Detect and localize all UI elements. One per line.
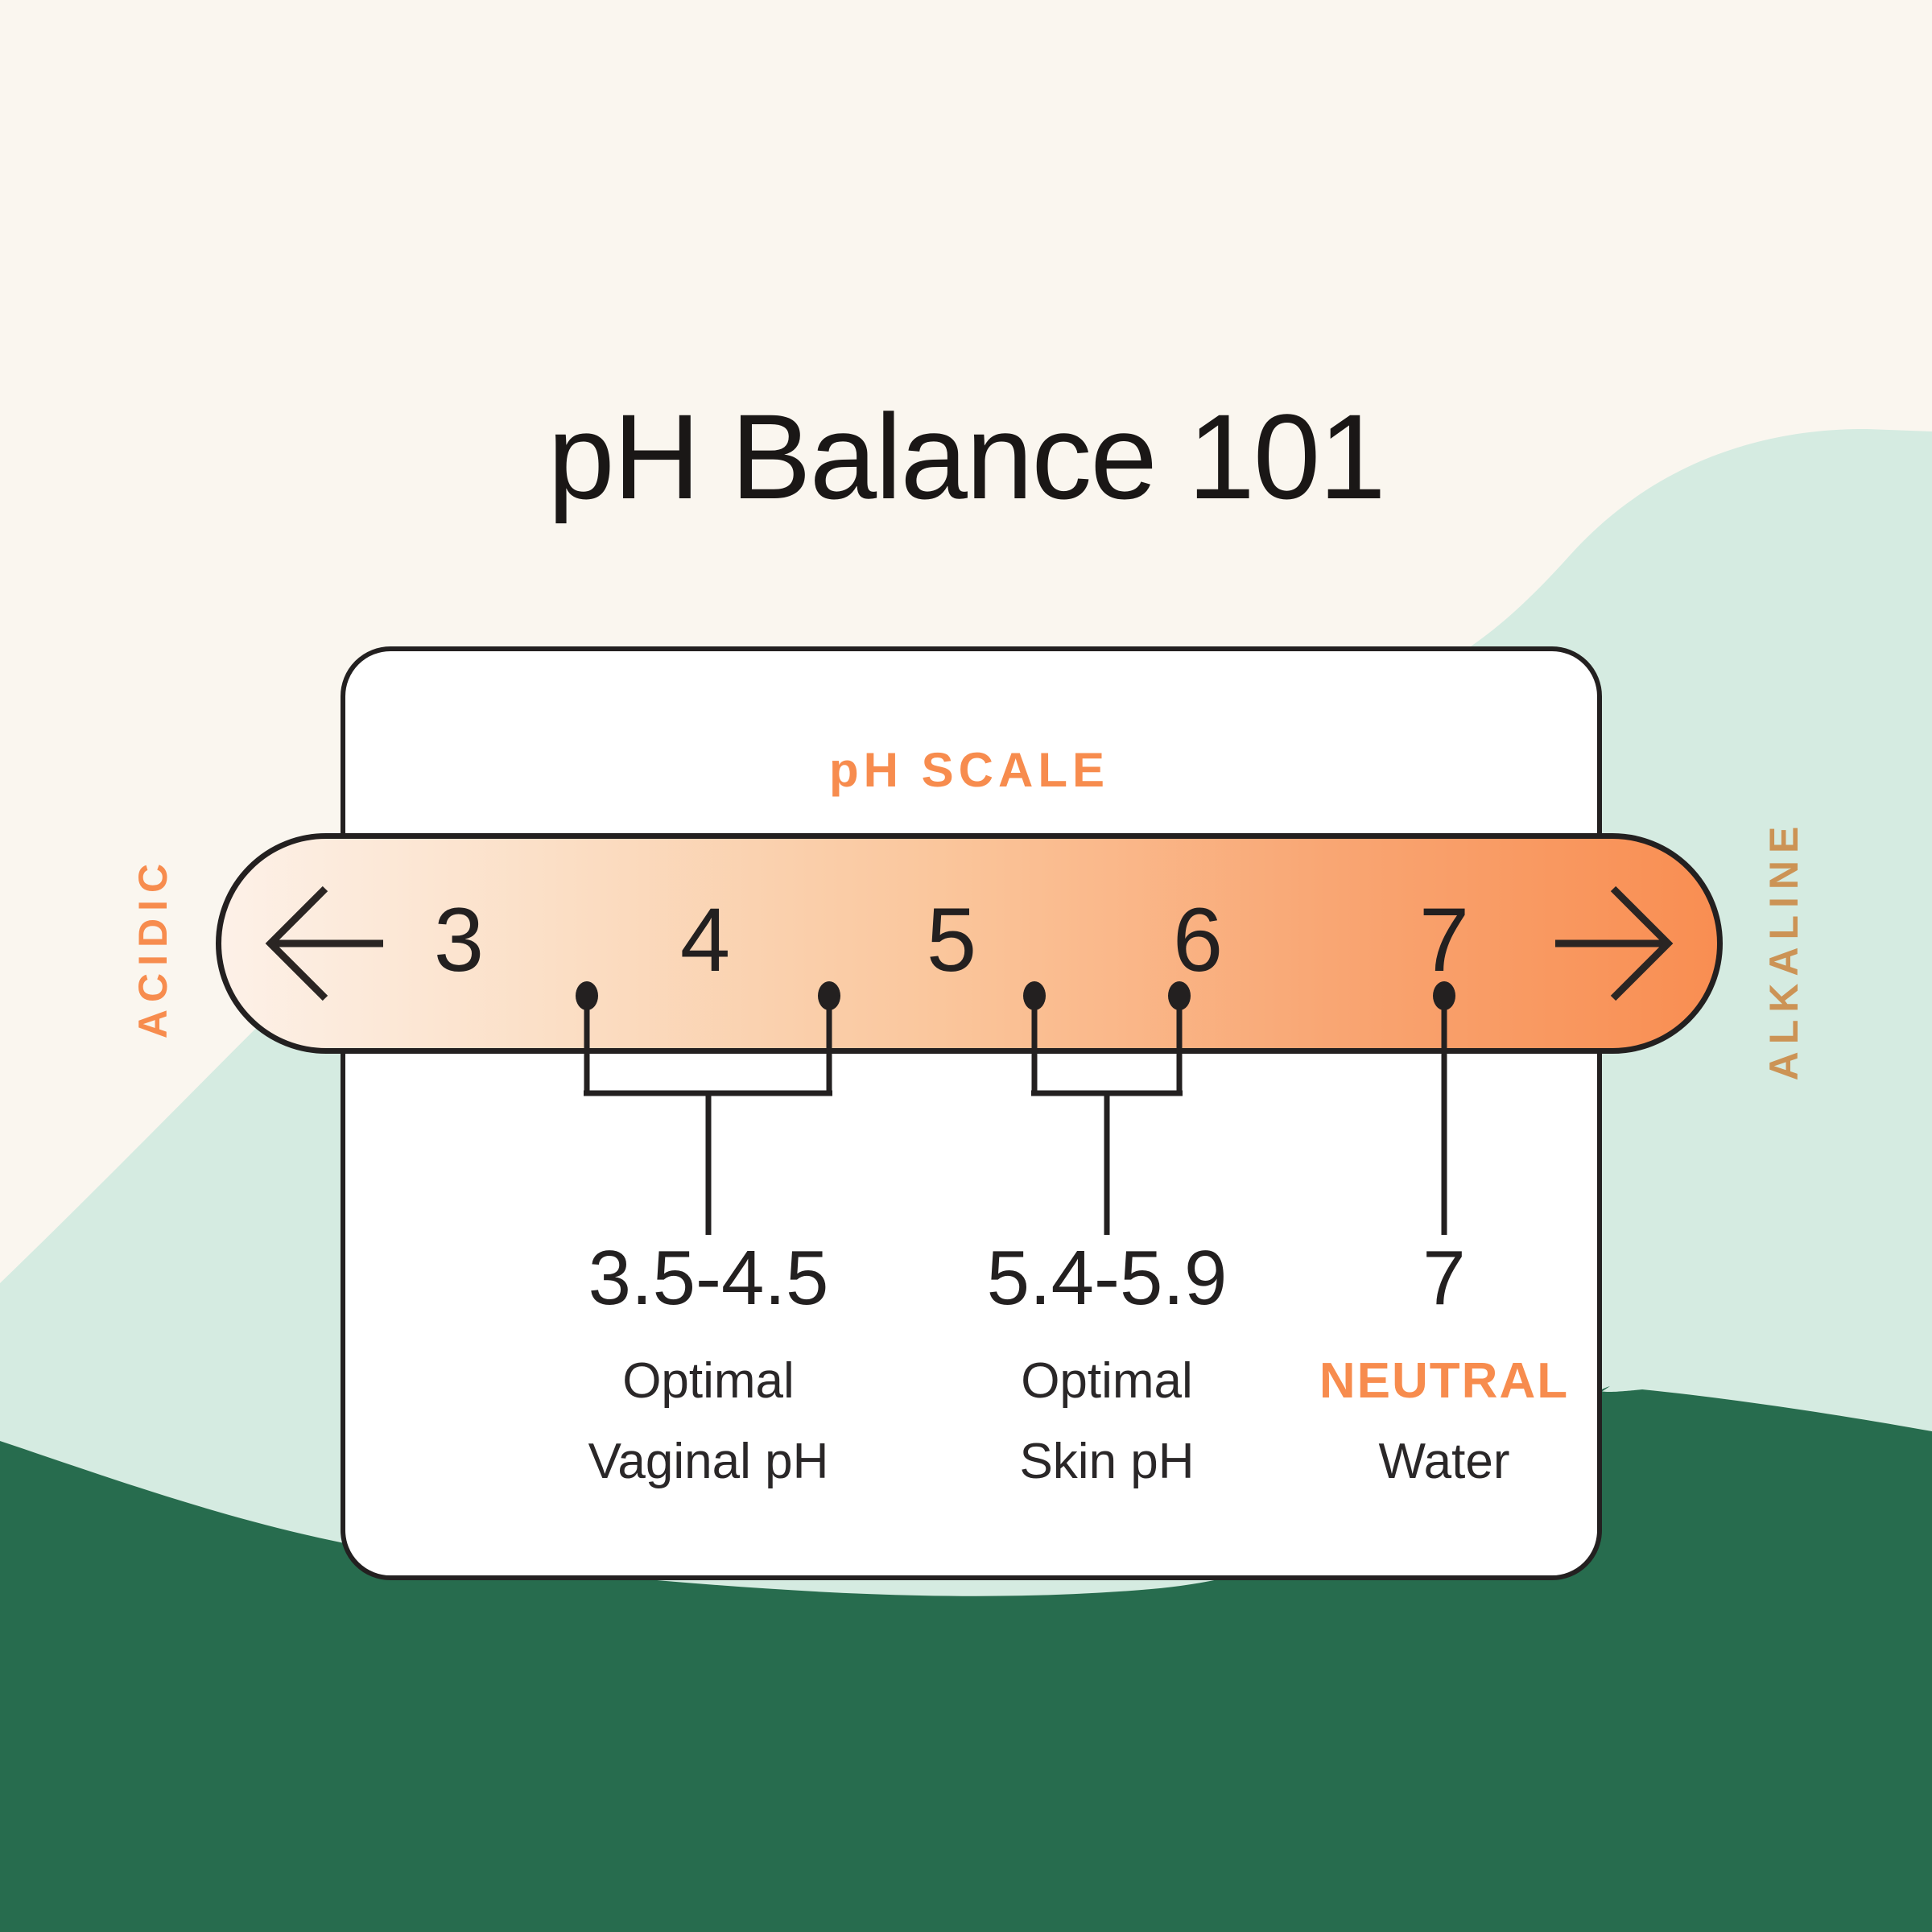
marker-skin-ph: 5.4-5.9 Optimal Skin pH — [987, 1240, 1228, 1502]
marker-caption-line2: Skin pH — [1019, 1434, 1195, 1489]
marker-range-value: 5.4-5.9 — [986, 1235, 1228, 1321]
marker-caption-line1: NEUTRAL — [1319, 1353, 1570, 1409]
page-title: pH Balance 101 — [547, 388, 1385, 524]
marker-vaginal-ph: 3.5-4.5 Optimal Vaginal pH — [588, 1240, 829, 1502]
tick-label-5: 5 — [926, 890, 977, 990]
acidic-side-label: ACIDIC — [130, 856, 175, 1039]
tick-label-6: 6 — [1172, 890, 1224, 990]
ph-scale-heading: pH SCALE — [829, 743, 1109, 797]
marker-neutral-water: 7 NEUTRAL Water — [1319, 1240, 1569, 1502]
marker-caption-line2: Vaginal pH — [588, 1434, 829, 1489]
tick-label-4: 4 — [679, 890, 731, 990]
ph-gradient-bar — [216, 833, 1723, 1054]
tick-label-7: 7 — [1418, 890, 1470, 990]
marker-range-value: 7 — [1422, 1235, 1466, 1321]
marker-caption-line1: Optimal — [1021, 1353, 1193, 1409]
scale-card — [341, 646, 1602, 1580]
marker-range-value: 3.5-4.5 — [588, 1235, 829, 1321]
alkaline-side-label: ALKALINE — [1761, 819, 1806, 1081]
marker-caption-line1: Optimal — [622, 1353, 795, 1409]
tick-label-3: 3 — [433, 890, 485, 990]
marker-caption-line2: Water — [1378, 1434, 1510, 1489]
